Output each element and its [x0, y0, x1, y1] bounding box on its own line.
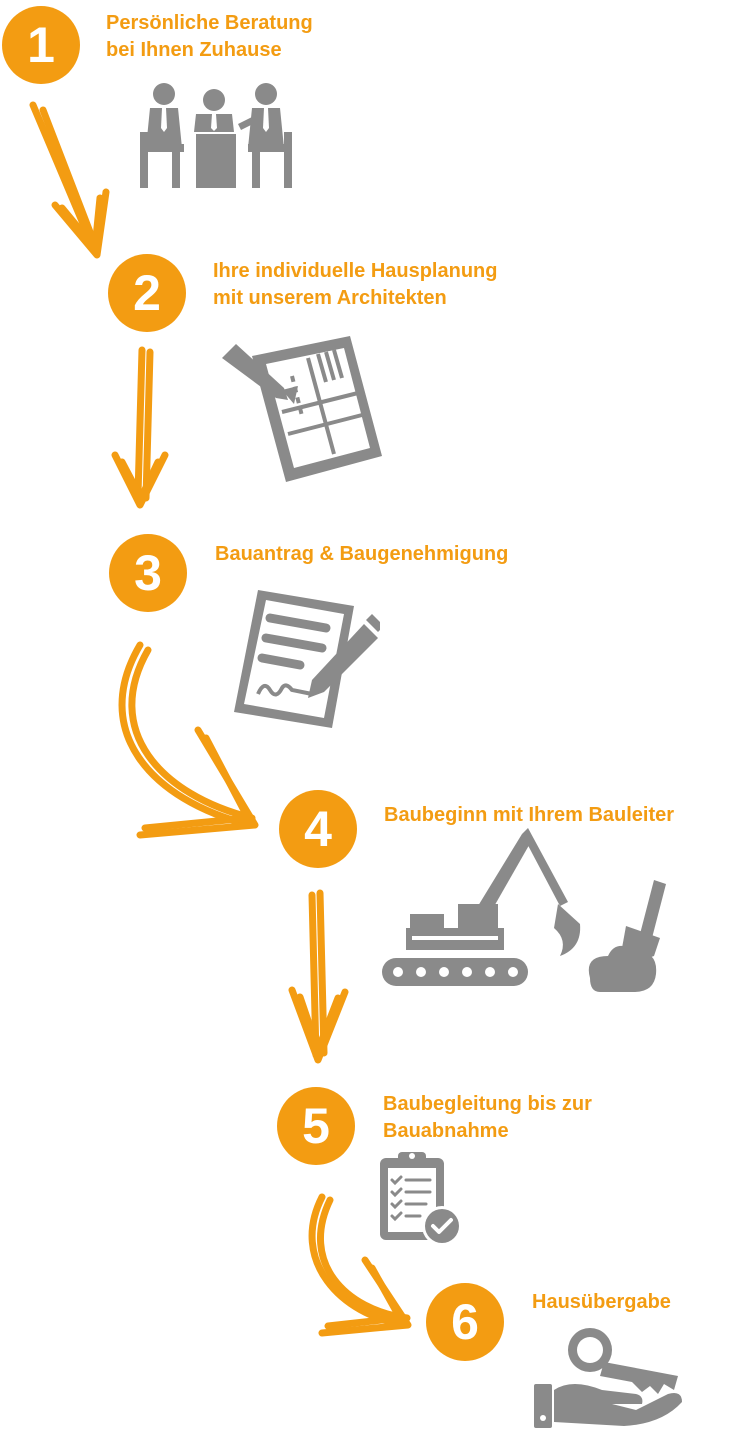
arrow-1-to-2 [29, 101, 110, 259]
step-label-3: Bauantrag & Baugenehmigung [215, 541, 508, 568]
step-label-1-line-2: bei Ihnen Zuhause [106, 39, 282, 61]
arrow-2-to-3 [111, 346, 169, 509]
step-label-5: Baubegleitung bis zur Bauabnahme [383, 1091, 592, 1145]
clipboard-check-icon [380, 1152, 462, 1246]
step-label-5-line-2: Bauabnahme [383, 1120, 509, 1142]
step-label-4-line-1: Baubeginn mit Ihrem Bauleiter [384, 804, 675, 826]
step-label-5-line-1: Baubegleitung bis zur [383, 1093, 592, 1115]
blueprint-icon [222, 336, 382, 482]
step-label-6-line-1: Hausübergabe [532, 1291, 671, 1313]
step-number-6: 6 [426, 1283, 504, 1361]
step-number-2: 2 [108, 254, 186, 332]
step-number-5: 5 [277, 1087, 355, 1165]
step-number-4: 4 [279, 790, 357, 868]
step-label-1: Persönliche Beratung bei Ihnen Zuhause [106, 10, 313, 64]
meeting-icon [140, 83, 292, 188]
key-handover-icon [534, 1328, 682, 1428]
step-label-2-line-2: mit unserem Architekten [213, 287, 447, 309]
excavator-icon [382, 828, 666, 992]
arrow-3-to-4 [118, 641, 259, 839]
step-label-2: Ihre individuelle Hausplanung mit unsere… [213, 258, 497, 312]
step-label-2-line-1: Ihre individuelle Hausplanung [213, 260, 498, 282]
step-label-6: Hausübergabe [532, 1289, 671, 1316]
arrow-5-to-6 [308, 1193, 412, 1337]
arrow-4-to-5 [288, 889, 349, 1064]
step-number-3: 3 [109, 534, 187, 612]
step-label-4: Baubeginn mit Ihrem Bauleiter [384, 802, 674, 829]
document-sign-icon [234, 590, 380, 728]
step-label-1-line-1: Persönliche Beratung [106, 12, 313, 34]
step-number-1: 1 [2, 6, 80, 84]
step-label-3-line-1: Bauantrag & Baugenehmigung [215, 543, 509, 565]
